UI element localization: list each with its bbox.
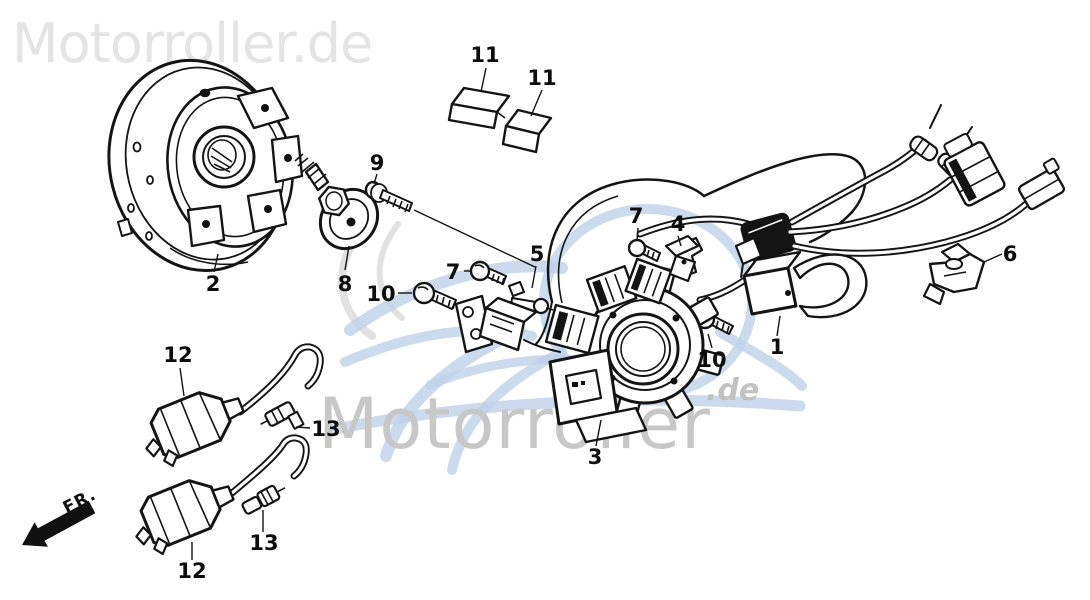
screw-10-left-drawing xyxy=(412,281,457,310)
part-label-1: 1 xyxy=(770,335,785,359)
spark-cap-drawing-b xyxy=(135,434,310,556)
long-bolt-drawing xyxy=(364,180,536,268)
screw-7-right-drawing xyxy=(627,238,661,262)
part-label-12b: 12 xyxy=(177,559,206,583)
front-direction-indicator: FR. xyxy=(22,485,100,547)
multipin-connector xyxy=(943,132,1006,207)
part-label-9: 9 xyxy=(370,151,385,175)
labels-layer: 2 8 9 11 11 7 10 5 3 7 4 10 1 6 12 13 12… xyxy=(163,43,1017,583)
spark-cap-drawing-a xyxy=(145,343,324,468)
flywheel-drawing xyxy=(107,58,304,273)
screw-7-left-drawing xyxy=(469,260,507,286)
line-art xyxy=(107,58,1066,556)
part-label-4: 4 xyxy=(671,212,686,236)
joint-drawing-a xyxy=(260,401,305,430)
part-label-10a: 10 xyxy=(366,282,395,306)
center-bolt-drawing xyxy=(294,153,380,251)
part-label-5: 5 xyxy=(530,242,545,266)
part-label-10b: 10 xyxy=(697,348,726,372)
part-label-7a: 7 xyxy=(446,260,461,284)
part-label-7b: 7 xyxy=(629,204,644,228)
part-label-11b: 11 xyxy=(527,66,556,90)
watermark-center-suffix: .de xyxy=(706,373,759,408)
backplate-harness-drawing xyxy=(535,104,1066,345)
part-label-13b: 13 xyxy=(249,531,278,555)
front-arrow-icon xyxy=(22,500,96,547)
brush-drawing-b xyxy=(501,108,553,154)
wire-clip-drawing xyxy=(922,242,986,306)
bullet-terminal-a xyxy=(909,135,939,162)
part-label-12a: 12 xyxy=(163,343,192,367)
coil-unit-drawing xyxy=(734,236,868,319)
flat-connector xyxy=(1017,157,1066,211)
part-label-8: 8 xyxy=(338,272,353,296)
part-label-11a: 11 xyxy=(470,43,499,67)
brush-drawing-a xyxy=(447,86,511,130)
joint-drawing-b xyxy=(241,484,286,515)
stator-drawing xyxy=(544,257,725,444)
part-label-13a: 13 xyxy=(311,417,340,441)
pickup-coil-drawing xyxy=(454,294,561,354)
part-label-6: 6 xyxy=(1003,242,1018,266)
clamp-drawing xyxy=(664,234,700,283)
part-label-3: 3 xyxy=(588,445,603,469)
part-label-2: 2 xyxy=(206,272,221,296)
